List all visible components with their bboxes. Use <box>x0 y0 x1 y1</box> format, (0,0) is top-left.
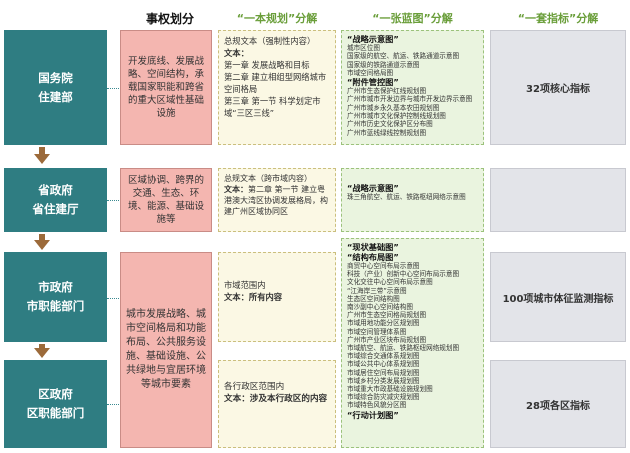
blueprint-province: “战略示意图” 珠三角航空、航运、铁路枢纽网络示意图 <box>341 168 484 232</box>
power-text: 开发底线、发展战略、空间结构，承载国家职能和跨省的重大区域性基础设施 <box>127 56 204 119</box>
arrow-down-icon <box>34 348 50 358</box>
blueprint-item: 市域航空、航运、铁路枢纽网络规划图 <box>347 344 460 353</box>
blueprint-item: 广州市蓝线绿线控制规划图 <box>347 128 427 137</box>
plan-item: 第一章 发展战略和目标 <box>224 60 310 70</box>
level-district: 区政府 区职能部门 <box>4 360 107 448</box>
level-line1: 省政府 <box>38 183 73 197</box>
connector <box>107 298 119 299</box>
plan-scope: 总规文本（跨市域内容） <box>224 174 312 183</box>
blueprint-item: 广州市城乡永久基本农田规划图 <box>347 103 440 112</box>
blueprint-city-district: “现状基础图” “结构布局图” 商贸中心空间布局示意图 科技（产业）创新中心空间… <box>341 238 484 448</box>
arrow-stem <box>39 344 45 349</box>
indicator-province <box>490 168 626 232</box>
blueprint-item: 文化交往中心空间布局示意图 <box>347 278 433 287</box>
blueprint-item: 市域特色风貌分区图 <box>347 401 407 410</box>
blueprint-item: 广州市城市文化保护控制线规划图 <box>347 112 446 121</box>
plan-province: 总规文本（跨市域内容） 文本：第二章 第一节 建立粤港澳大湾区协调发展格局，构建… <box>218 168 336 232</box>
blueprint-item: 城市区位图 <box>347 44 380 52</box>
power-national: 开发底线、发展战略、空间结构，承载国家职能和跨省的重大区域性基础设施 <box>120 30 212 145</box>
level-line2: 省住建厅 <box>32 202 79 216</box>
indicator-district: 28项各区指标 <box>490 360 626 448</box>
plan-label: 文本： <box>224 394 250 404</box>
blueprint-item: 科技（产业）创新中心空间布局示意图 <box>347 270 460 279</box>
blueprint-item: 生态区空间结构图 <box>347 294 400 303</box>
plan-city: 市域范围内 文本：所有内容 <box>218 252 336 342</box>
level-line2: 市职能部门 <box>26 299 85 313</box>
blueprint-title: “行动计划图” <box>347 409 399 420</box>
blueprint-item: 市域综合交通体系规划图 <box>347 352 420 361</box>
blueprint-item: 市域空间管理体系图 <box>347 327 407 336</box>
connector <box>107 200 119 201</box>
blueprint-title: “现状基础图” <box>347 242 399 252</box>
blueprint-item: 广州市产业区块布局规划图 <box>347 335 427 344</box>
level-province: 省政府 省住建厅 <box>4 168 107 232</box>
blueprint-title: “战略示意图” <box>347 183 399 193</box>
blueprint-item: 市域综合防灾减灾规划图 <box>347 393 420 402</box>
blueprint-item: 市域空间格局图 <box>347 68 394 77</box>
blueprint-item: 珠三角航空、航运、铁路枢纽网络示意图 <box>347 193 466 201</box>
plan-item: 第二章 第一节 建立粤港澳大湾区协调发展格局，构建广州区域协同区 <box>224 185 328 216</box>
header-plan: “一本规划”分解 <box>236 12 318 25</box>
plan-label: 文本： <box>224 48 249 58</box>
indicator-city: 100项城市体征监测指标 <box>490 252 626 342</box>
arrow-down-icon <box>34 240 50 250</box>
header-blueprint: “一张蓝图”分解 <box>372 12 453 25</box>
plan-label: 文本： <box>224 292 249 302</box>
blueprint-title: “结构布局图” <box>347 252 399 262</box>
blueprint-item: 市域重大市政基础设施规划图 <box>347 385 433 394</box>
plan-national: 总规文本（强制性内容） 文本： 第一章 发展战略和目标 第二章 建立相组型网络城… <box>218 30 336 145</box>
plan-item: 第二章 建立相组型网络城市空间格局 <box>224 72 327 94</box>
level-line2: 区职能部门 <box>26 406 85 420</box>
blueprint-item: “江海岸三带”示意图 <box>347 286 407 295</box>
power-text: 区域协调、跨界的交通、生态、环境、能源、基础设施等 <box>127 175 204 225</box>
blueprint-national: “战略示意图” 城市区位图 国家级的航空、航运、铁路通道示意图 国家级的铁路通道… <box>341 30 484 145</box>
power-province: 区域协调、跨界的交通、生态、环境、能源、基础设施等 <box>120 168 212 232</box>
power-city-district: 城市发展战略、城市空间格局和功能布局、公共服务设施、基础设施、公共绿地与宜居环境… <box>120 252 212 448</box>
blueprint-item: 广州市生态保护红线规划图 <box>347 87 427 96</box>
plan-item: 第三章 第一节 科学划定市域“三区三线” <box>224 96 321 118</box>
arrow-down-icon <box>34 154 50 164</box>
level-state-council: 国务院 住建部 <box>4 30 107 145</box>
blueprint-item: 广州市城市开发边界与城市开发边界示意图 <box>347 95 473 104</box>
plan-item: 所有内容 <box>248 292 283 302</box>
blueprint-item: 市域居住空间布局规划图 <box>347 368 420 377</box>
blueprint-item: 市域乡村分类发展规划图 <box>347 376 420 385</box>
plan-item: 涉及本行政区的内容 <box>249 394 328 404</box>
connector <box>107 88 119 89</box>
power-text: 城市发展战略、城市空间格局和功能布局、公共服务设施、基础设施、公共绿地与宜居环境… <box>126 309 206 390</box>
blueprint-item: 国家级的航空、航运、铁路通道示意图 <box>347 52 460 61</box>
blueprint-title: “战略示意图” <box>347 34 399 44</box>
connector <box>107 404 119 405</box>
plan-scope: 总规文本（强制性内容） <box>224 36 316 46</box>
blueprint-item: 商贸中心空间布局示意图 <box>347 262 420 270</box>
blueprint-item: 市域用地功能分区规划图 <box>347 319 420 328</box>
arrow-stem <box>39 234 45 241</box>
header-power: 事权划分 <box>145 12 194 26</box>
level-line1: 区政府 <box>38 387 73 401</box>
plan-scope: 各行政区范围内 <box>224 382 285 392</box>
blueprint-item: 国家级的铁路通道示意图 <box>347 60 420 69</box>
blueprint-item: 广州市生态空间格局规划图 <box>347 311 427 320</box>
blueprint-item: 市域公共中心体系规划图 <box>347 360 420 369</box>
blueprint-item: 南沙副中心空间结构图 <box>347 303 413 312</box>
level-city: 市政府 市职能部门 <box>4 252 107 342</box>
indicator-national: 32项核心指标 <box>490 30 626 145</box>
header-indicators: “一套指标”分解 <box>517 12 599 25</box>
level-line2: 住建部 <box>38 89 73 104</box>
level-line1: 国务院 <box>38 70 73 85</box>
plan-district: 各行政区范围内 文本：涉及本行政区的内容 <box>218 360 336 448</box>
blueprint-item: 广州市历史文化保护区分布图 <box>347 120 433 129</box>
arrow-stem <box>39 147 45 155</box>
level-line1: 市政府 <box>38 280 73 294</box>
plan-scope: 市域范围内 <box>224 280 266 290</box>
blueprint-title: “附件管控图” <box>347 77 399 88</box>
plan-label: 文本： <box>224 185 248 194</box>
